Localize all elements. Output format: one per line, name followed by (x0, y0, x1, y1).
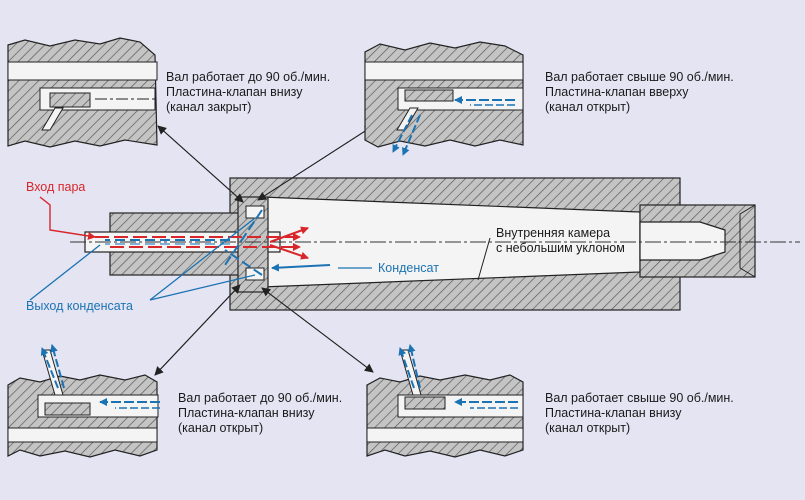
caption-line: Вал работает свыше 90 об./мин. (545, 391, 734, 405)
caption-line: Пластина-клапан внизу (545, 406, 682, 420)
chamber-leader (477, 237, 491, 281)
inner-chamber-label: Внутренняя камера с небольшим уклоном (496, 226, 625, 256)
condensate-label: Конденсат (378, 261, 439, 275)
leader-lines (39, 196, 96, 240)
detail-bottom-left-caption: Вал работает до 90 об./мин. Пластина-кла… (178, 391, 342, 436)
caption-line: Пластина-клапан внизу (178, 406, 315, 420)
condensate-leaders (29, 217, 372, 301)
caption-line: (канал закрыт) (166, 100, 252, 114)
caption-line: Вал работает свыше 90 об./мин. (545, 70, 734, 84)
caption-line: Пластина-клапан внизу (166, 85, 303, 99)
detail-top-right-caption: Вал работает свыше 90 об./мин. Пластина-… (545, 70, 734, 115)
detail-top-left (7, 37, 158, 148)
steam-inlet-label: Вход пара (26, 180, 86, 194)
condensate-outlet-label: Выход конденсата (26, 299, 133, 313)
inner-chamber-line-2: с небольшим уклоном (496, 241, 625, 255)
caption-line: Вал работает до 90 об./мин. (178, 391, 343, 405)
detail-top-left-caption: Вал работает до 90 об./мин. Пластина-кла… (166, 70, 330, 115)
detail-callouts (154, 125, 374, 376)
caption-line: (канал открыт) (178, 421, 264, 435)
inner-chamber-line-1: Внутренняя камера (496, 226, 611, 240)
detail-bottom-right-caption: Вал работает свыше 90 об./мин. Пластина-… (545, 391, 734, 436)
caption-line: (канал открыт) (545, 100, 631, 114)
caption-line: Пластина-клапан вверху (545, 85, 689, 99)
caption-line: Вал работает до 90 об./мин. (166, 70, 331, 84)
roll-body (70, 177, 800, 311)
detail-bottom-right (366, 344, 524, 458)
detail-top-right (364, 41, 524, 156)
detail-bottom-left (7, 344, 160, 458)
caption-line: (канал открыт) (545, 421, 631, 435)
